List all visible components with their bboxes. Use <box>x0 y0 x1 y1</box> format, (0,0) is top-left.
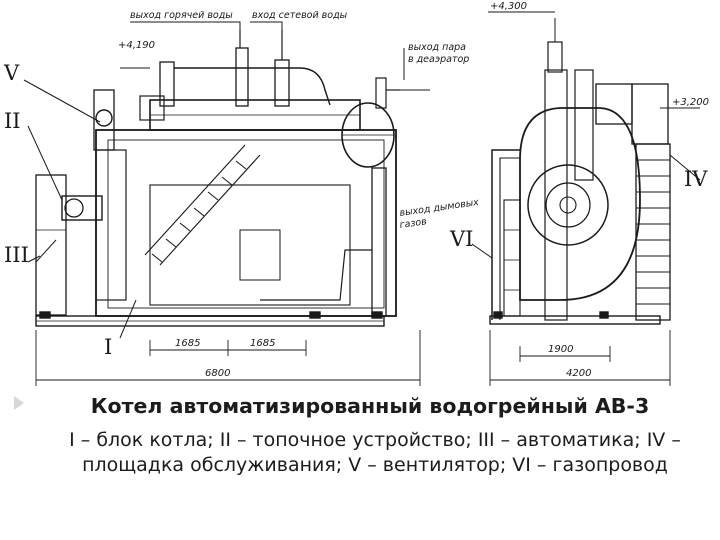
dim-1685-left: 1685 <box>175 338 200 349</box>
dim-1685-right: 1685 <box>250 338 275 349</box>
label-IV: IV <box>684 167 708 191</box>
side-view <box>35 30 400 327</box>
callout-flue-gas-1: выход дымовых <box>399 197 480 219</box>
label-II: II <box>4 109 21 133</box>
elevation-4190: +4,190 <box>118 40 155 51</box>
callout-hot-water-out: выход горячей воды <box>130 10 233 21</box>
caption-title: Котел автоматизированный водогрейный АВ-… <box>90 394 650 418</box>
boiler-drawing: выход горячей воды вход сетевой воды вых… <box>3 1 709 386</box>
label-III: III <box>4 243 29 267</box>
callout-flue-gas-2: газов <box>399 216 428 231</box>
caption-description: I – блок котла; II – топочное устройство… <box>69 429 681 476</box>
callout-steam-out-1: выход пара <box>408 42 466 53</box>
dim-4200: 4200 <box>566 368 591 379</box>
label-VI: VI <box>449 227 473 251</box>
elevation-3200: +3,200 <box>672 97 709 108</box>
label-V: V <box>3 61 20 85</box>
dim-6800: 6800 <box>205 368 230 379</box>
callout-steam-out-2: в деаэратор <box>408 54 469 65</box>
front-view <box>489 18 671 325</box>
dim-1900: 1900 <box>548 344 573 355</box>
label-I: I <box>104 335 112 359</box>
elevation-4300: +4,300 <box>490 1 527 12</box>
bullet-arrow <box>14 396 24 410</box>
callout-network-water-in: вход сетевой воды <box>252 10 348 21</box>
